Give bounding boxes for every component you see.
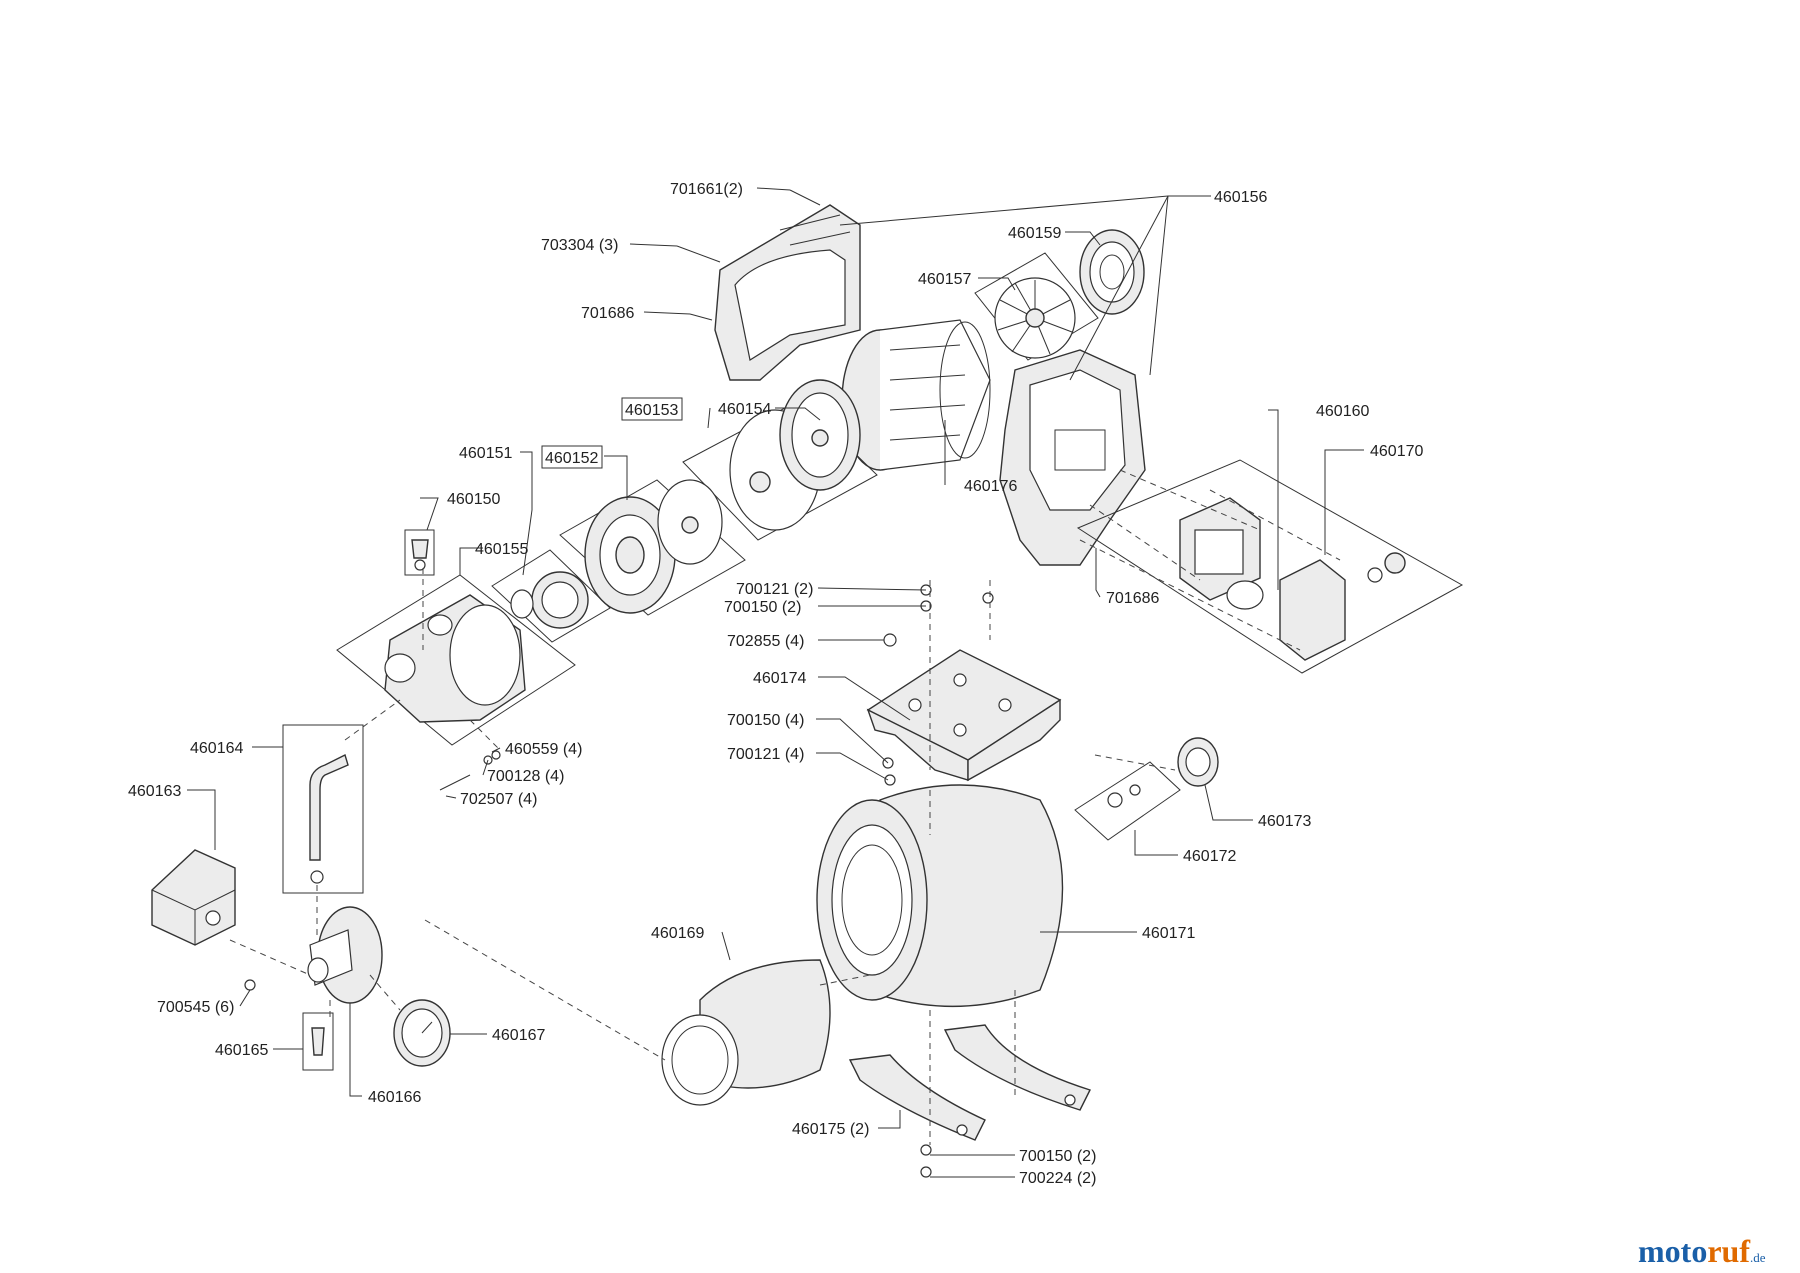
tank-feet-part (848, 1024, 1091, 1141)
fan-part (974, 252, 1099, 361)
part-label-460171: 460171 (1142, 925, 1195, 942)
part-label-460174: 460174 (753, 670, 806, 687)
part-label-702855: 702855 (4) (727, 633, 804, 650)
part-label-700150-2: 700150 (2) (724, 599, 801, 616)
screws-cover-part (676, 189, 821, 321)
part-label-700545: 700545 (6) (157, 999, 234, 1016)
impeller-part (559, 479, 746, 616)
manifold-part (307, 906, 383, 1004)
part-label-700121-4: 700121 (4) (727, 746, 804, 763)
mounting-plate-part (866, 649, 1062, 782)
part-label-700150-2b: 700150 (2) (1019, 1148, 1096, 1165)
part-label-460156: 460156 (1214, 189, 1267, 206)
part-label-460150: 460150 (447, 491, 500, 508)
part-label-700150-4: 700150 (4) (727, 712, 804, 729)
part-label-460170: 460170 (1370, 443, 1423, 460)
pressure-gauge-part (393, 999, 451, 1067)
part-label-460169: 460169 (651, 925, 704, 942)
part-label-460159: 460159 (1008, 225, 1061, 242)
part-label-700224: 700224 (2) (1019, 1170, 1096, 1187)
fasteners-part (244, 584, 994, 1178)
part-label-460172: 460172 (1183, 848, 1236, 865)
part-label-460164: 460164 (190, 740, 243, 757)
pipe-part (282, 724, 364, 894)
pump-housing-part (336, 574, 576, 746)
brand-logo: motoruf.de (1638, 1233, 1766, 1270)
part-label-460175: 460175 (2) (792, 1121, 869, 1138)
valve-part (302, 1012, 334, 1071)
part-labels: 701661(2) 703304 (3) 701686 460156 46015… (128, 181, 1423, 1187)
part-label-460559: 460559 (4) (505, 741, 582, 758)
leader-lines (187, 187, 1364, 1178)
part-label-460154: 460154 (718, 401, 771, 418)
pressure-tank-part (816, 784, 1064, 1008)
part-label-702507: 702507 (4) (460, 791, 537, 808)
part-label-460173: 460173 (1258, 813, 1311, 830)
part-label-460155: 460155 (475, 541, 528, 558)
part-label-460166: 460166 (368, 1089, 421, 1106)
brand-logo-tld: .de (1749, 1250, 1766, 1265)
pressure-switch-part (151, 849, 236, 946)
part-label-460157: 460157 (918, 271, 971, 288)
part-label-460176: 460176 (964, 478, 1017, 495)
membrane-part (661, 959, 831, 1106)
part-label-703304: 703304 (3) (541, 237, 618, 254)
motor-housing-part (999, 349, 1146, 566)
part-label-460153: 460153 (625, 402, 678, 419)
part-label-460163: 460163 (128, 783, 181, 800)
part-label-700128: 700128 (4) (487, 768, 564, 785)
part-label-460151: 460151 (459, 445, 512, 462)
terminal-box-part (1076, 459, 1464, 674)
brand-logo-part1: moto (1638, 1233, 1708, 1269)
part-label-701686-right: 701686 (1106, 590, 1159, 607)
part-label-700121-2: 700121 (2) (736, 581, 813, 598)
assembly-lines (229, 469, 1341, 1145)
part-label-460165: 460165 (215, 1042, 268, 1059)
part-label-460160: 460160 (1316, 403, 1369, 420)
part-label-701661: 701661(2) (670, 181, 743, 198)
diffuser-part (491, 549, 611, 643)
brand-logo-part2: ruf (1707, 1233, 1750, 1269)
fan-cover-part (714, 204, 861, 381)
part-label-460152: 460152 (545, 450, 598, 467)
motor-part (841, 319, 991, 471)
boxed-label-frames (541, 397, 683, 469)
part-label-701686-top: 701686 (581, 305, 634, 322)
part-label-460167: 460167 (492, 1027, 545, 1044)
check-valve-part (1074, 737, 1219, 841)
fan-grille-part (1079, 229, 1145, 315)
fill-plug-part (404, 529, 435, 576)
